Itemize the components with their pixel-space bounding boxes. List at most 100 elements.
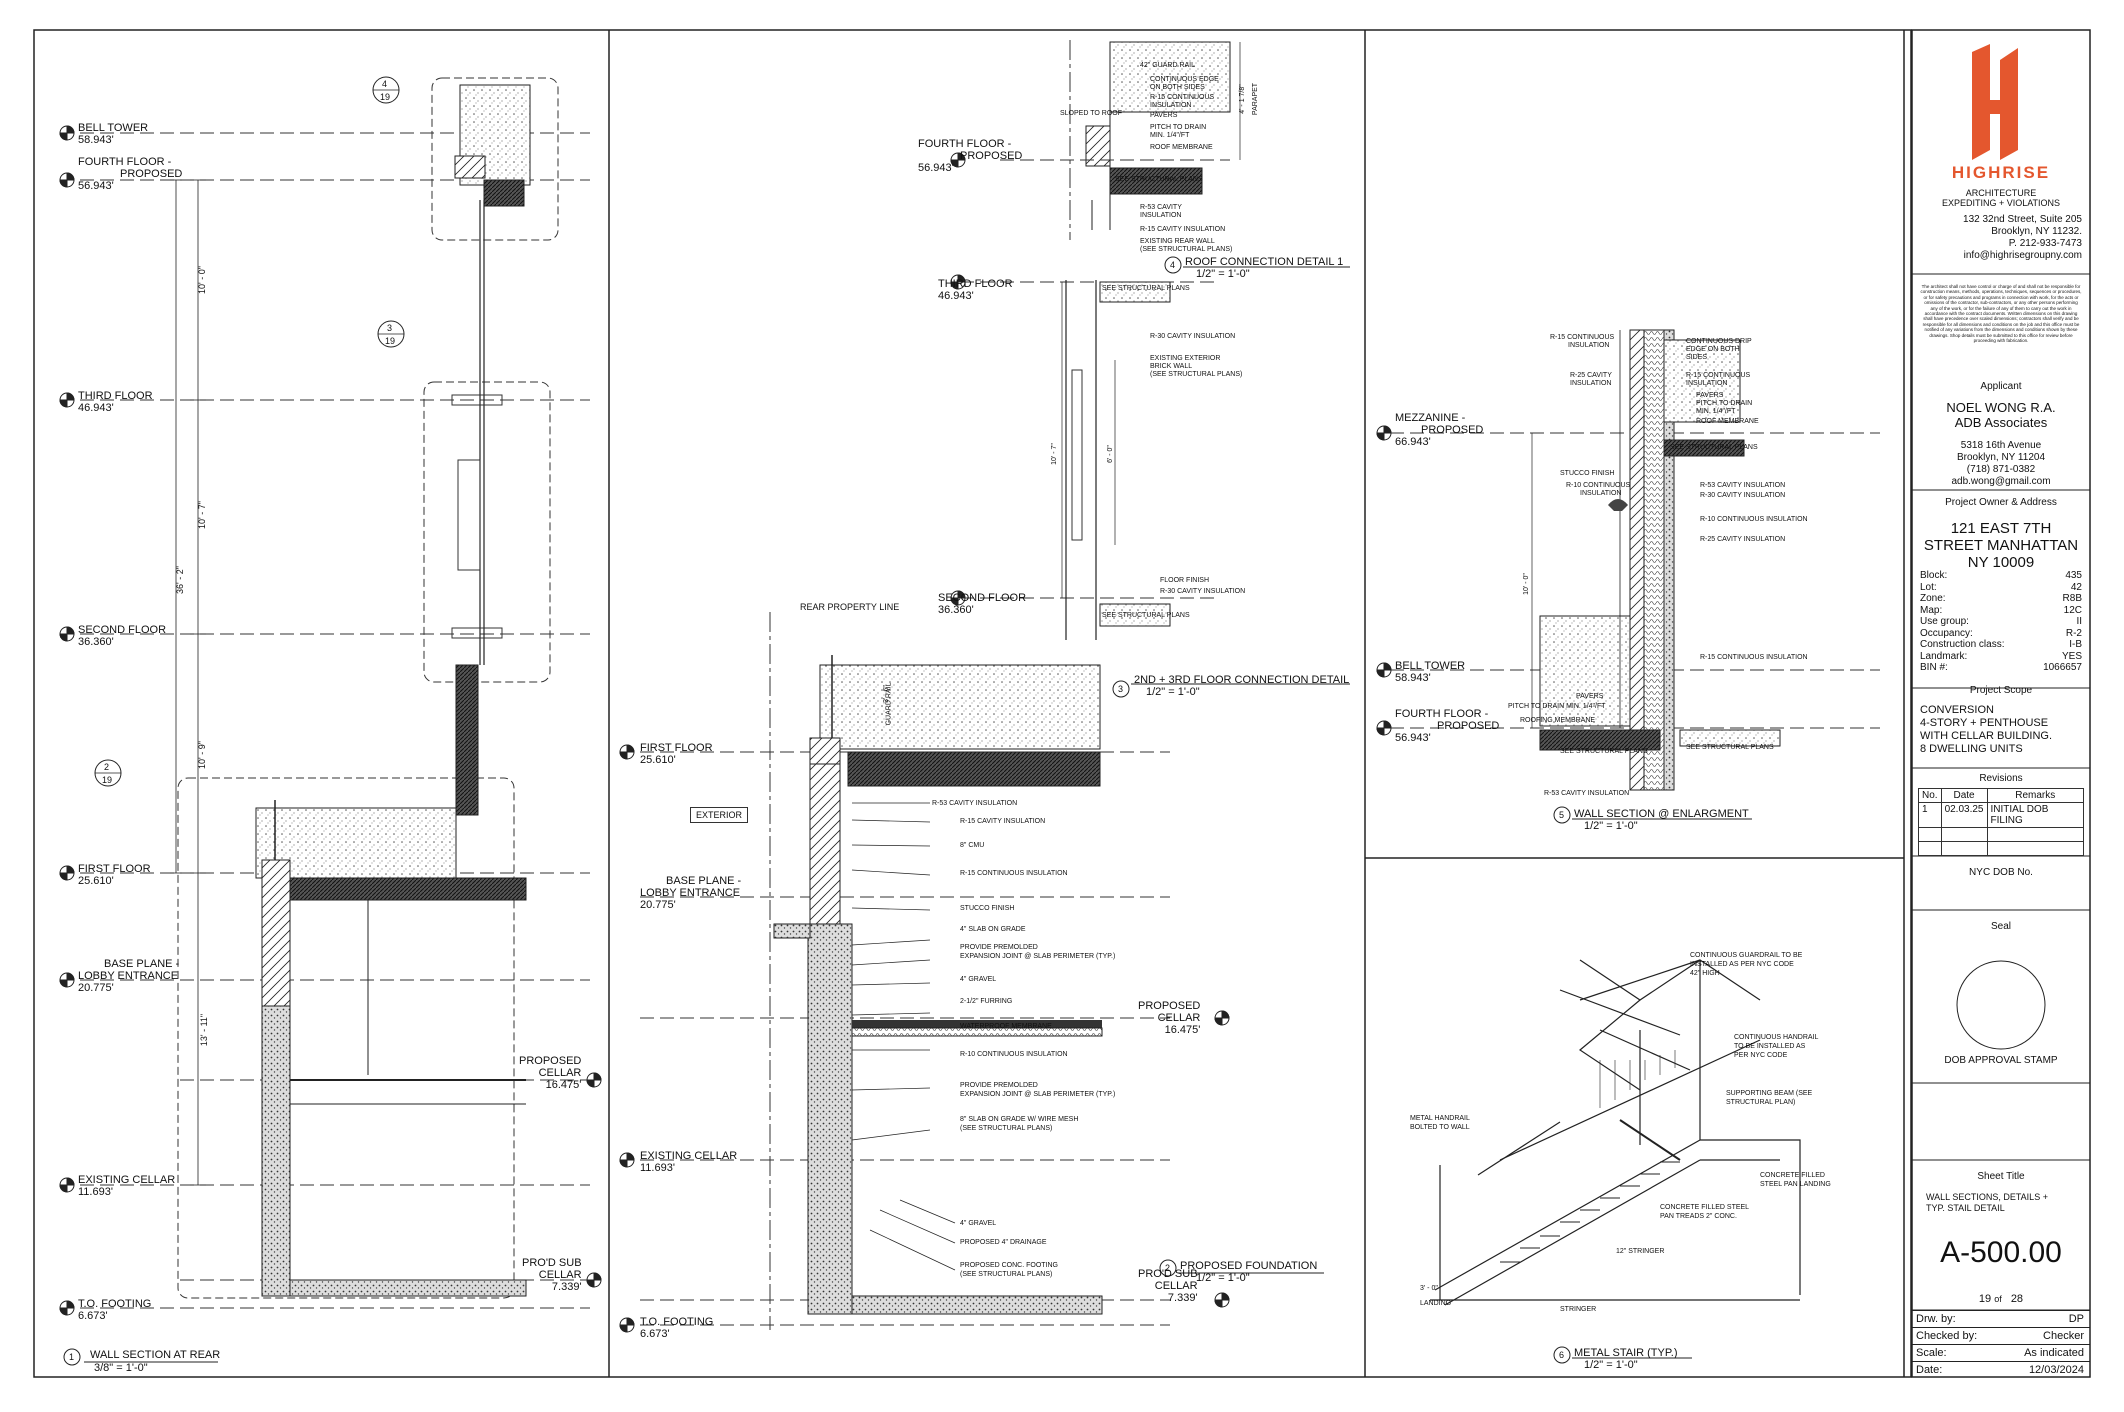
project-address-1: 121 EAST 7TH [1950,520,2052,537]
detail-4-title: ROOF CONNECTION DETAIL 1 [1185,256,1344,268]
firm-phone: P. 212-933-7473 [2008,238,2082,249]
note: SLOPED TO ROOF [1060,110,1122,117]
applicant-name-2: ADB Associates [1954,415,2048,430]
parapet-label: PARAPET [1252,82,1260,116]
seal-label: Seal [1990,921,2011,932]
level-name: PROPOSED [1138,1000,1201,1012]
level-marker-quadrant [1221,1010,1230,1019]
level-name: BASE PLANE - [104,958,180,970]
level-name-2: LOBBY ENTRANCE [78,970,179,982]
note: R-30 CAVITY INSULATION [1150,333,1236,340]
detail-1-number: 1 [69,1352,75,1362]
dim-13-11: 13' - 11" [199,1013,210,1047]
property-value: 1066657 [2043,662,2082,673]
level-elevation: 16.475' [545,1079,582,1091]
property-row: Block:435 [1920,570,2082,582]
rear-property-line-label: REAR PROPERTY LINE [800,602,900,612]
dim-6-0: 6' - 0" [1106,445,1114,463]
property-row: Construction class:I-B [1920,639,2082,651]
property-key: Construction class: [1920,639,2005,650]
note: BRICK WALL [1150,363,1193,370]
page-of: of [1994,1294,2002,1304]
level-elevation: 56.943' [78,180,114,192]
level-name-2: CELLAR [1154,1280,1198,1292]
property-value: YES [2061,650,2082,662]
note: INSULATION [1150,102,1192,109]
property-key: Zone: [1920,593,1946,604]
rev-empty-cell [1940,841,1988,856]
level-marker-quadrant [593,1072,602,1081]
note: R-25 CAVITY INSULATION [1700,536,1786,543]
level-name: THIRD FLOOR [938,278,1013,290]
property-key: Block: [1920,570,1948,581]
note: PROPOSED 4" DRAINAGE [960,1239,1047,1246]
firm-address-1: 132 32nd Street, Suite 205 [1963,214,2082,225]
note: EXISTING EXTERIOR [1150,355,1221,362]
note: R-30 CAVITY INSULATION [1160,588,1246,595]
property-value: R-2 [2065,627,2082,639]
note: R-25 CAVITY [1570,372,1612,379]
parapet-dim: 4' - 1 7/8" [1238,84,1246,114]
level-elevation: 66.943' [1395,436,1431,448]
rev-col-remarks: Remarks [1986,788,2084,803]
applicant-name-1: NOEL WONG R.A. [1946,400,2056,415]
applicant-email[interactable]: adb.wong@gmail.com [1951,476,2051,487]
sheet-title-2: TYP. STAIL DETAIL [1926,1203,2005,1213]
firm-tagline-1: ARCHITECTURE [1965,188,2037,198]
level-marker-quadrant [59,1307,68,1316]
property-row: BIN #:1066657 [1920,662,2082,674]
level-marker-quadrant [1214,1299,1223,1308]
dim-10-7: 10' - 7" [196,501,207,529]
scope-line-3: WITH CELLAR BUILDING. [1920,730,2053,742]
note: R-15 CONTINUOUS INSULATION [960,870,1068,877]
note: R-10 CONTINUOUS INSULATION [960,1051,1068,1058]
note: STUCCO FINISH [960,905,1015,912]
property-row: Map:12C [1920,605,2082,617]
level-name: SECOND FLOOR [78,624,167,636]
sheet-title-1: WALL SECTIONS, DETAILS + [1926,1192,2048,1202]
detail-4-scale: 1/2" = 1'-0" [1196,268,1250,280]
applicant-address: 5318 16th Avenue Brooklyn, NY 11204 (718… [1912,440,2090,488]
level-name-2: PROPOSED [960,150,1023,162]
scale-value: As indicated [2024,1347,2084,1359]
note: (SEE STRUCTURAL PLANS) [1150,371,1243,378]
level-marker-quadrant [66,172,75,181]
note: PAVERS [1150,112,1178,119]
firm-email[interactable]: info@highrisegroupny.com [1963,250,2082,261]
note: R-15 CAVITY INSULATION [960,818,1046,825]
level-elevation: 58.943' [1395,672,1431,684]
property-row: Use group:II [1920,616,2082,628]
note: 12" STRINGER [1616,1248,1665,1255]
property-key: Use group: [1920,616,1969,627]
level-elevation: 6.673' [640,1328,670,1340]
firm-address: 132 32nd Street, Suite 205 Brooklyn, NY … [1963,214,2082,262]
applicant-heading: Applicant [1980,381,2022,392]
note: FLOOR FINISH [1160,577,1210,584]
level-name: EXISTING CELLAR [78,1174,176,1186]
note: 42" HIGH [1690,970,1720,977]
drawn-by-label: Drw. by: [1916,1313,1956,1325]
note: SEE STRUCTURAL PLANS [1670,444,1758,451]
level-marker-quadrant [59,1184,68,1193]
note: INSULATION [1570,380,1612,387]
level-name: BASE PLANE - [666,875,742,887]
property-key: Map: [1920,604,1943,616]
level-marker-quadrant [619,1324,628,1333]
note: INSULATION [1140,212,1182,219]
level-marker-quadrant [66,392,75,401]
note: PAVERS [1576,693,1604,700]
property-key: Occupancy: [1920,627,1973,639]
property-row: Lot:42 [1920,582,2082,594]
note: WATERPROOF MEMBRANE [960,1023,1052,1030]
level-marker-quadrant [1376,669,1385,678]
level-name: EXISTING CELLAR [640,1150,738,1162]
disclaimer: The architect shall not have control or … [1920,284,2082,344]
level-marker-quadrant [59,399,68,408]
title-block: HIGHRISE ARCHITECTURE EXPEDITING + VIOLA… [1912,30,2090,1377]
level-name: FOURTH FLOOR - [78,156,172,168]
